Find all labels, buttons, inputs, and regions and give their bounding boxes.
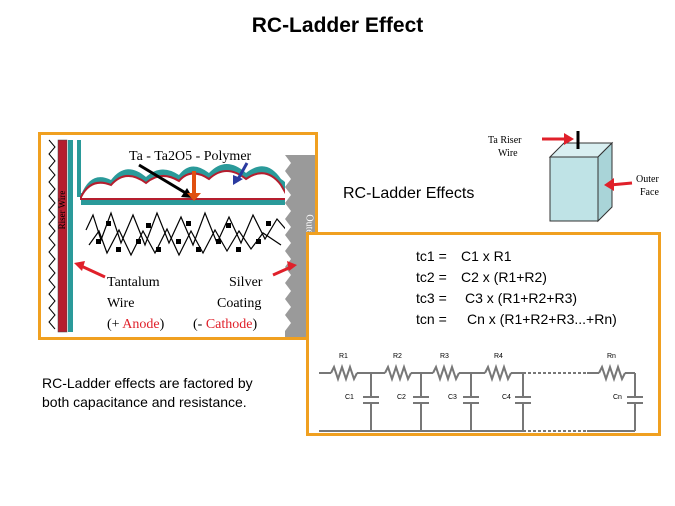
left-edge-zigzag	[48, 139, 56, 330]
riser-wire-label: Riser Wire	[57, 190, 67, 230]
anode-suffix: )	[159, 317, 165, 332]
cube-outer-label-1: Outer	[636, 174, 659, 185]
capacitor-label: C4	[502, 394, 511, 401]
explanatory-note: RC-Ladder effects are factored by both c…	[42, 375, 253, 410]
equation-row: tcn = Cn x (R1+R2+R3...+Rn)	[416, 311, 617, 327]
internal-rc-ladder	[85, 211, 290, 257]
cathode-label: (- Cathode)	[193, 317, 257, 333]
resistor-label: Rn	[607, 353, 616, 360]
rc-ladder-heading: RC-Ladder Effects	[343, 185, 475, 202]
equation-rhs: C2 x (R1+R2)	[461, 269, 547, 285]
cube-face	[549, 156, 599, 222]
equation-row: tc2 = C2 x (R1+R2)	[416, 269, 547, 285]
cube-riser-label-2: Wire	[498, 148, 518, 159]
anode-label: (+ Anode)	[107, 317, 164, 333]
capacitor-label: C3	[448, 394, 457, 401]
equation-rhs: C1 x R1	[461, 248, 512, 264]
anode-word: Anode	[122, 317, 160, 332]
tantalum-label-2: Wire	[107, 296, 135, 311]
rc-ladder-schematic	[319, 363, 643, 432]
riser-wire	[57, 139, 68, 333]
capacitor-label: Cn	[613, 394, 622, 401]
capacitor-label: C1	[345, 394, 354, 401]
cube-riser-label-1: Ta Riser	[488, 135, 522, 146]
silver-label-2: Coating	[217, 296, 262, 311]
layers-label: Ta - Ta2O5 - Polymer	[129, 149, 252, 164]
cube-illustration: Ta Riser Wire Outer Face	[480, 125, 670, 225]
resistor-rn	[598, 363, 626, 383]
resistor-label: R4	[494, 353, 503, 360]
anode-prefix: (+	[107, 317, 120, 332]
pointer-arrows	[74, 162, 297, 279]
resistor-r3	[432, 363, 460, 383]
resistor-r4	[484, 363, 512, 383]
resistor-r2	[384, 363, 412, 383]
resistor-label: R2	[393, 353, 402, 360]
equation-lhs: tc1 =	[416, 248, 447, 264]
equation-lhs: tcn =	[416, 311, 447, 327]
silver-label-1: Silver	[229, 275, 263, 290]
equation-lhs: tc2 =	[416, 269, 447, 285]
cathode-word: Cathode	[205, 317, 253, 332]
resistor-label: R1	[339, 353, 348, 360]
tantalum-label-1: Tantalum	[107, 275, 160, 290]
cathode-prefix: (-	[193, 317, 203, 332]
equation-row: tc1 = C1 x R1	[416, 248, 512, 264]
capacitor-label: C2	[397, 394, 406, 401]
page-title: RC-Ladder Effect	[251, 14, 424, 37]
cathode-suffix: )	[252, 317, 258, 332]
capacitor-cross-section: Ta - Ta2O5 - Polymer Riser Wire Outer Fa…	[38, 132, 318, 340]
equation-lhs: tc3 =	[416, 290, 447, 306]
equation-row: tc3 = C3 x (R1+R2+R3)	[416, 290, 577, 306]
rc-equations-panel: tc1 = C1 x R1 tc2 = C2 x (R1+R2) tc3 = C3 x…	[306, 232, 661, 436]
resistor-label: R3	[440, 353, 449, 360]
cube-outer-label-2: Face	[640, 187, 659, 198]
equation-rhs: Cn x (R1+R2+R3...+Rn)	[467, 311, 617, 327]
resistor-r1	[330, 363, 358, 383]
equation-rhs: C3 x (R1+R2+R3)	[465, 290, 578, 306]
